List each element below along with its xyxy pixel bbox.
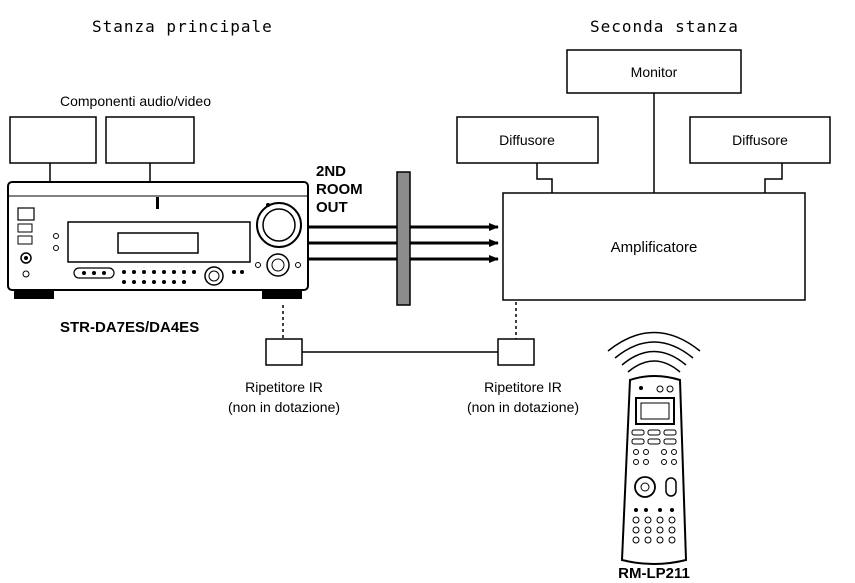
monitor-label: Monitor bbox=[631, 64, 678, 80]
second-room-out-label-line2: ROOM bbox=[316, 181, 363, 198]
remote-model-label: RM-LP211 bbox=[618, 565, 690, 582]
ir-repeater-right bbox=[497, 338, 535, 366]
room-wall bbox=[396, 171, 411, 306]
ir-repeater-right-label-1: Ripetitore IR bbox=[484, 379, 562, 395]
speaker-left-box bbox=[456, 116, 599, 164]
receiver-illustration bbox=[7, 181, 309, 299]
speaker-left-label: Diffusore bbox=[499, 132, 555, 148]
amplifier-label: Amplificatore bbox=[611, 239, 698, 256]
ir-repeater-left bbox=[265, 338, 303, 366]
components-label: Componenti audio/video bbox=[60, 93, 211, 109]
ir-repeater-left-label-2: (non in dotazione) bbox=[228, 399, 340, 415]
amplifier-box bbox=[502, 192, 806, 301]
av-component-box-1 bbox=[9, 116, 97, 164]
remote-control-illustration bbox=[620, 375, 688, 565]
receiver-label: STR-DA7ES/DA4ES bbox=[60, 319, 199, 336]
speaker-right-label: Diffusore bbox=[732, 132, 788, 148]
second-room-out-label-line1: 2ND bbox=[316, 163, 346, 180]
second-room-title: Seconda stanza bbox=[590, 17, 739, 36]
second-room-out-label-line3: OUT bbox=[316, 199, 348, 216]
av-component-box-2 bbox=[105, 116, 195, 164]
ir-repeater-right-label-2: (non in dotazione) bbox=[467, 399, 579, 415]
ir-repeater-left-label-1: Ripetitore IR bbox=[245, 379, 323, 395]
speaker-right-cable bbox=[764, 163, 783, 193]
speaker-left-cable bbox=[536, 163, 553, 193]
speaker-right-box bbox=[689, 116, 831, 164]
main-room-title: Stanza principale bbox=[92, 17, 273, 36]
ir-signal-waves-icon bbox=[607, 331, 701, 373]
